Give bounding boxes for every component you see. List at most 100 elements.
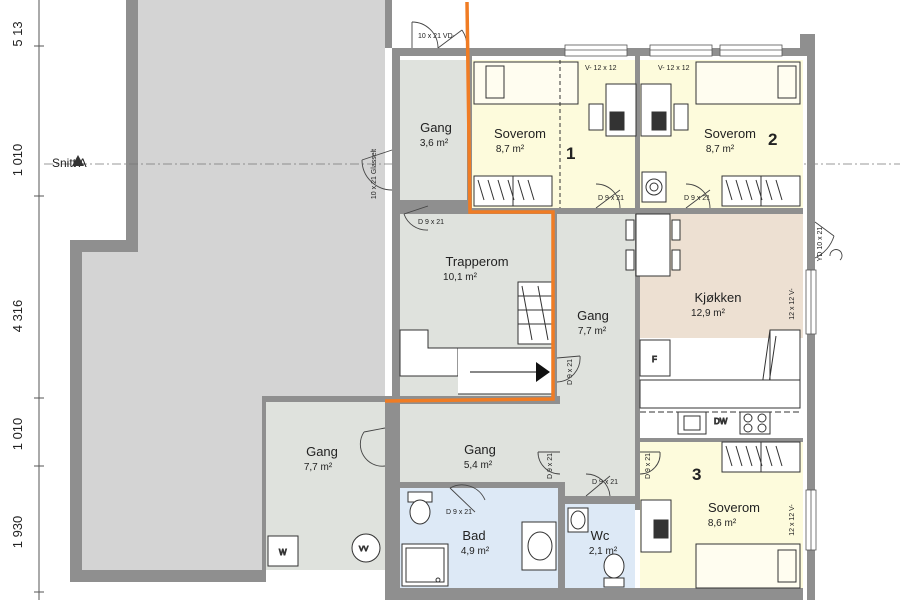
stair-arrow-icon [536,362,550,382]
door-tag-bad: D 9 x 21 [446,509,472,516]
door-center[interactable] [556,355,581,383]
room-gang-top [400,60,467,200]
dimension-row1: 1 010 [10,144,25,177]
dining-table-icon [635,213,671,277]
room-number-2: 2 [768,130,777,149]
door-soverom-2[interactable] [685,183,711,209]
room-number-3: 3 [692,465,701,484]
room-gang-center [557,214,635,496]
sink-icon [677,411,707,435]
section-arrow-icon [72,155,84,166]
chair-icon [588,103,604,131]
room-area-soverom-2: 8,7 m² [706,144,735,155]
room-area-trapperom: 10,1 m² [443,272,478,283]
outer-wall-right-segment [385,0,392,48]
room-gang-lower [400,404,560,482]
room-area-gang-left: 7,7 m² [304,462,333,473]
monitor-icon [653,519,669,539]
washer-label: W [279,548,287,557]
window-tag-soverom-3: 12 x 12 V- [789,504,796,536]
door-tag-side-left: 10 x 21 Glasselt [371,149,378,199]
fridge-label: F [652,355,657,364]
door-tag-trapperom: D 9 x 21 [418,219,444,226]
room-area-gang-top: 3,6 m² [420,138,449,149]
room-name-wc: Wc [591,528,610,543]
room-name-soverom-3: Soverom [708,500,760,515]
room-number-1: 1 [566,144,575,163]
dimension-top: 5 13 [10,21,25,46]
room-area-gang-lower: 5,4 m² [464,460,493,471]
room-name-bad: Bad [462,528,485,543]
furniture-gang-left: W VV [267,533,381,567]
room-name-trapperom: Trapperom [445,254,508,269]
dishwasher-label: DW [714,417,728,426]
room-area-wc: 2,1 m² [589,546,618,557]
door-tag-lower-right: D 9 x 21 [547,453,554,479]
door-bad[interactable] [449,484,486,513]
door-tag-yd: YD 10 x 21 [817,227,824,262]
window-1 [564,44,628,57]
door-tag-soverom-2: D 9 x 21 [684,195,710,202]
dimension-chain: 5 13 1 010 4 316 1 010 1 930 [10,0,44,600]
shell-corner-block [800,34,815,56]
fridge-icon [639,339,671,377]
door-tag-vd: 10 x 21 VD- [418,33,456,40]
room-area-bad: 4,9 m² [461,546,490,557]
monitor-icon [609,111,625,131]
room-labels: Gang 3,6 m² Soverom 8,7 m² Soverom 8,7 m… [304,120,760,557]
door-side-left[interactable] [361,149,393,191]
dimension-row3: 1 010 [10,418,25,451]
doors [359,21,843,513]
furniture-kitchen: F DW [625,213,801,435]
room-name-soverom-1: Soverom [494,126,546,141]
door-wc[interactable] [585,473,611,497]
room-name-gang-left: Gang [306,444,338,459]
route-line [384,1,555,403]
furniture-soverom-1 [473,60,637,208]
room-area-soverom-3: 8,6 m² [708,518,737,529]
open-area [82,0,385,570]
furniture-soverom-3 [640,441,801,589]
stove-icon [739,411,771,435]
windows-right [805,269,817,551]
door-tag-center: D 9 x 21 [567,359,574,385]
water-heater-icon [351,533,381,563]
room-area-kjokken: 12,9 m² [691,308,726,319]
room-name-gang-lower: Gang [464,442,496,457]
chair-icon [673,103,689,131]
bed-icon [695,61,801,105]
room-name-gang-center: Gang [577,308,609,323]
monitor-icon [651,111,667,131]
window-tag-1: V- 12 x 12 [585,65,617,72]
room-name-kjokken: Kjøkken [695,290,742,305]
dimension-main: 4 316 [10,300,25,333]
door-tag-soverom-1: D 9 x 21 [598,195,624,202]
door-trapperom[interactable] [403,205,429,231]
shower-icon [401,543,449,587]
room-name-gang-top: Gang [420,120,452,135]
furniture-wc [567,507,625,588]
staircase [399,281,553,395]
furniture-bad [401,491,557,587]
windows-top [564,44,783,57]
window-tag-2: V- 12 x 12 [658,65,690,72]
door-balcony-right[interactable] [814,221,843,261]
washer-icon [267,535,299,567]
dimension-bottom: 1 930 [10,516,25,549]
water-heater-label: VV [359,546,369,553]
window-tag-kitchen: 12 x 12 V- [789,288,796,320]
toilet-icon [603,553,625,579]
window-3 [719,44,783,57]
door-soverom-3[interactable] [639,451,661,475]
window-2 [649,44,713,57]
room-area-gang-center: 7,7 m² [578,326,607,337]
door-gang-left[interactable] [359,427,386,467]
door-tag-wc: D 9 x 21 [592,479,618,486]
bed-icon [695,543,801,589]
room-area-soverom-1: 8,7 m² [496,144,525,155]
furniture-soverom-2 [640,61,801,207]
door-soverom-1[interactable] [595,183,621,209]
door-tag-soverom-3: D 9 x 21 [645,453,652,479]
door-lower-right[interactable] [537,451,561,475]
